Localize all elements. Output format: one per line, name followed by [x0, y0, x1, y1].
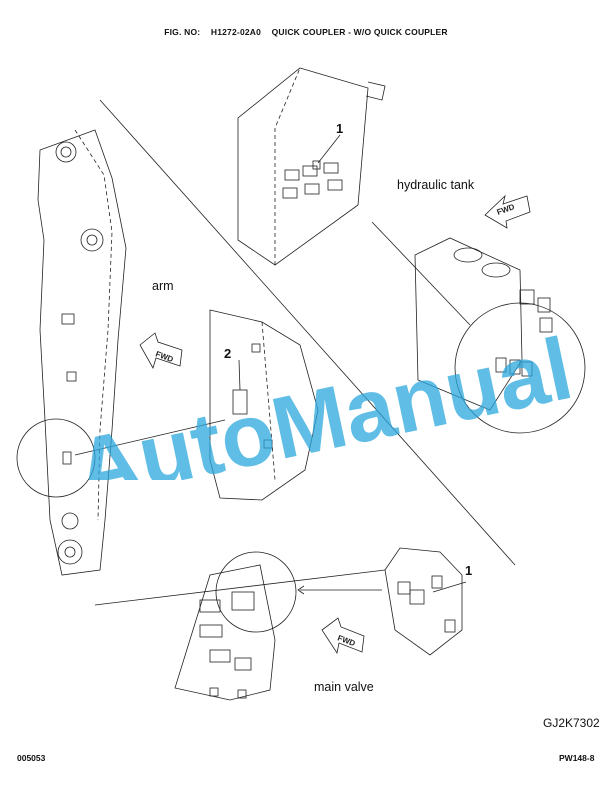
footer-right: PW148-8	[559, 753, 595, 763]
fwd-label-arm: FWD	[154, 349, 174, 364]
fwd-label-tank: FWD	[496, 202, 516, 217]
label-hydraulic-tank: hydraulic tank	[397, 178, 475, 192]
fwd-arrow-tank	[484, 194, 531, 229]
main-valve-right	[384, 547, 467, 656]
callout-arm-part: 2	[224, 346, 232, 361]
footer-left: 005053	[17, 753, 46, 763]
main-valve-detail-circle	[215, 551, 382, 633]
fwd-arrow-valve	[321, 617, 365, 655]
fig-number: H1272-02A0	[210, 27, 262, 37]
callout-top: 1	[336, 121, 344, 136]
drawing-id: GJ2K7302	[543, 716, 600, 730]
hydraulic-tank-detail-circle	[454, 302, 586, 434]
arm-plate-detail	[209, 309, 319, 501]
arm-detail-circle	[16, 418, 226, 498]
label-main-valve: main valve	[314, 680, 374, 694]
main-valve-left	[174, 564, 276, 701]
label-arm: arm	[152, 279, 174, 293]
arm-outline	[37, 129, 127, 576]
hydraulic-tank	[371, 221, 553, 411]
figure-title: FIG. NO: H1272-02A0 QUICK COUPLER - W/O …	[0, 27, 612, 37]
divider-line-upper	[99, 99, 516, 566]
divider-line-lower	[94, 569, 386, 606]
fwd-arrow-arm	[139, 332, 183, 370]
fig-description: QUICK COUPLER - W/O QUICK COUPLER	[271, 27, 448, 37]
top-bracket-assembly	[237, 67, 386, 266]
fig-label: FIG. NO:	[164, 27, 201, 37]
callout-valve: 1	[465, 563, 473, 578]
